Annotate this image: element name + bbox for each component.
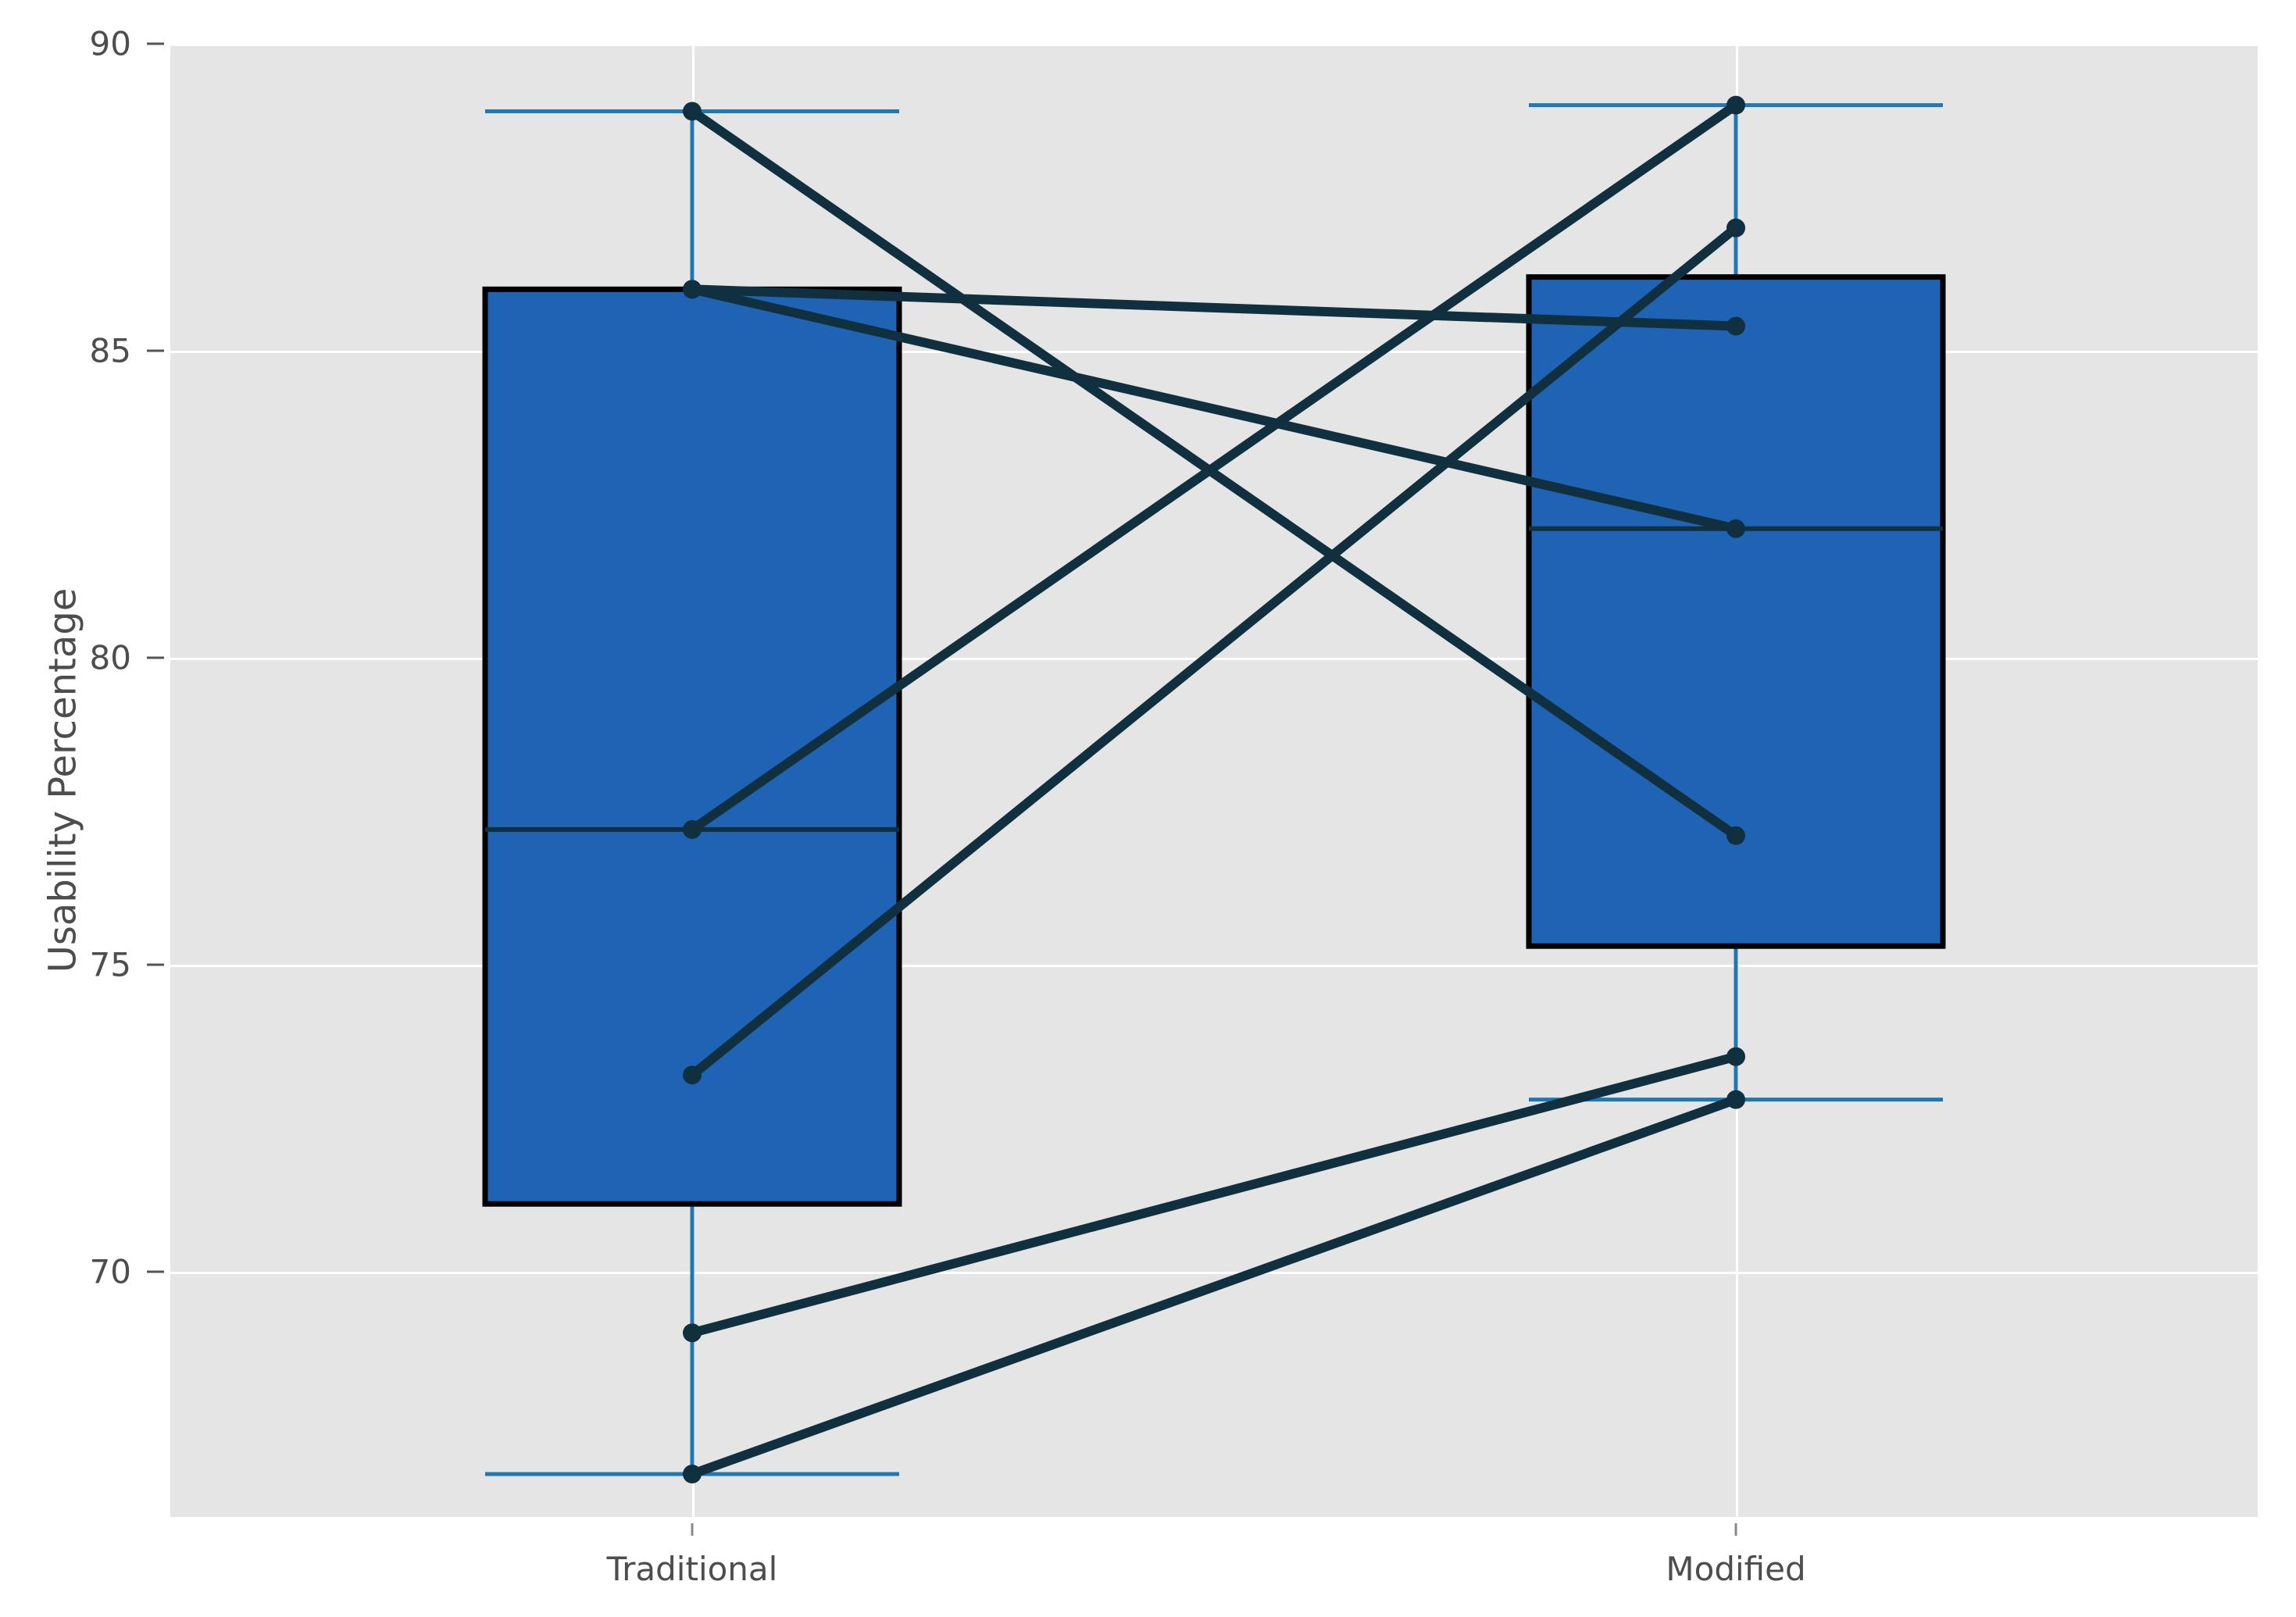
gridline-horizontal xyxy=(170,44,2258,46)
gridline-horizontal xyxy=(170,657,2258,660)
y-tick-label: 90 xyxy=(89,24,131,63)
point-subject-5-traditional xyxy=(683,1323,702,1343)
y-tick-label: 80 xyxy=(89,638,131,677)
point-subject-6-modified xyxy=(1726,1090,1745,1109)
connector-subject-3 xyxy=(687,100,1741,834)
point-subject-3-traditional xyxy=(683,819,702,839)
point-subject-6-traditional xyxy=(683,1464,702,1483)
gridline-horizontal xyxy=(170,964,2258,967)
connector-subject-7 xyxy=(687,284,1741,331)
y-tick-mark xyxy=(147,656,164,659)
connector-subject-1 xyxy=(687,106,1741,841)
connector-subject-4 xyxy=(687,223,1741,1080)
x-tick-mark xyxy=(691,1523,694,1536)
point-subject-2-modified xyxy=(1726,519,1745,538)
box-modified xyxy=(1526,274,1946,949)
y-tick-mark xyxy=(147,42,164,45)
y-tick-mark xyxy=(147,963,164,966)
point-subject-5-modified xyxy=(1726,1047,1745,1066)
x-tick-label-modified: Modified xyxy=(1666,1550,1806,1588)
y-tick-label: 85 xyxy=(89,331,131,370)
point-subject-3-modified xyxy=(1726,95,1745,115)
point-subject-4-modified xyxy=(1726,218,1745,237)
connector-subject-5 xyxy=(687,1051,1741,1338)
point-subject-7-traditional xyxy=(683,280,702,299)
point-subject-4-traditional xyxy=(683,1066,702,1085)
boxes-layer xyxy=(482,274,1946,1207)
gridline-horizontal xyxy=(170,1271,2258,1274)
connector-subject-6 xyxy=(687,1094,1741,1479)
point-subject-1-modified xyxy=(1726,826,1745,845)
y-tick-label: 70 xyxy=(89,1252,131,1291)
y-tick-mark xyxy=(147,349,164,352)
connector-subject-2 xyxy=(687,284,1741,534)
x-tick-label-traditional: Traditional xyxy=(606,1550,778,1588)
point-subject-7-modified xyxy=(1726,316,1745,336)
paired-connector-lines xyxy=(687,100,1741,1479)
box-traditional xyxy=(482,286,902,1207)
x-tick-mark xyxy=(1734,1523,1737,1536)
point-subject-1-traditional xyxy=(683,102,702,121)
y-tick-label: 75 xyxy=(89,945,131,984)
gridline-horizontal xyxy=(170,350,2258,353)
data-points-layer xyxy=(683,95,1745,1483)
y-tick-mark xyxy=(147,1270,164,1273)
